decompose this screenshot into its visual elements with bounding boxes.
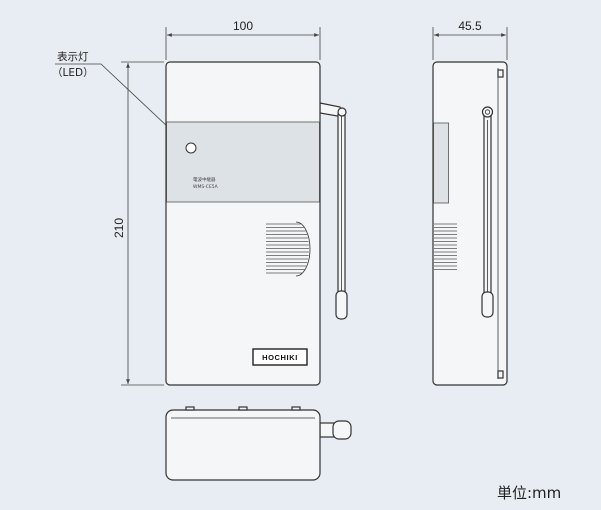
- depth-dimension: 45.5: [432, 19, 508, 60]
- antenna-stub-tip: [332, 420, 352, 440]
- logo-text: HOCHIKI: [262, 353, 298, 362]
- panel-text-model: WMS-CE5A: [193, 184, 219, 190]
- speaker-grille: [434, 223, 457, 270]
- front-view: 電波中継器 WMS-CE5A HOCHIKI: [165, 61, 348, 386]
- front-panel: [166, 121, 320, 203]
- led-callout: 表示灯 （LED）: [52, 50, 187, 145]
- leader-line: [55, 63, 187, 145]
- front-body: [165, 61, 321, 386]
- speaker-grille-arc: [295, 221, 311, 277]
- side-notch-bottom: [497, 370, 504, 379]
- antenna-pivot: [481, 106, 494, 118]
- led-sublabel: （LED）: [52, 67, 94, 79]
- width-dimension: 100: [165, 19, 321, 60]
- antenna-tip: [481, 291, 494, 318]
- height-dimension: 210: [112, 61, 164, 386]
- depth-value: 45.5: [458, 19, 482, 33]
- side-body: [432, 61, 508, 386]
- width-value: 100: [233, 19, 253, 33]
- antenna-pivot-inner: [484, 109, 491, 115]
- side-view: [432, 61, 508, 386]
- antenna-pivot: [337, 107, 347, 117]
- panel-text-name: 電波中継器: [193, 176, 216, 183]
- height-value: 210: [112, 218, 126, 238]
- unit-label: 単位:mm: [497, 484, 561, 502]
- bottom-body: [165, 409, 321, 481]
- antenna-tip: [335, 290, 348, 320]
- side-panel: [433, 122, 450, 204]
- speaker-grille: [266, 223, 309, 274]
- logo-frame: [252, 348, 308, 366]
- brand-logo: HOCHIKI: [252, 348, 308, 366]
- bottom-foot: [291, 406, 301, 411]
- bottom-view: [165, 406, 352, 481]
- front-antenna: [335, 107, 348, 320]
- bottom-foot: [238, 406, 248, 411]
- led-label: 表示灯: [57, 50, 89, 63]
- led-indicator: [185, 142, 197, 154]
- bottom-foot: [185, 406, 195, 411]
- side-notch-top: [497, 69, 504, 78]
- side-antenna: [481, 106, 494, 318]
